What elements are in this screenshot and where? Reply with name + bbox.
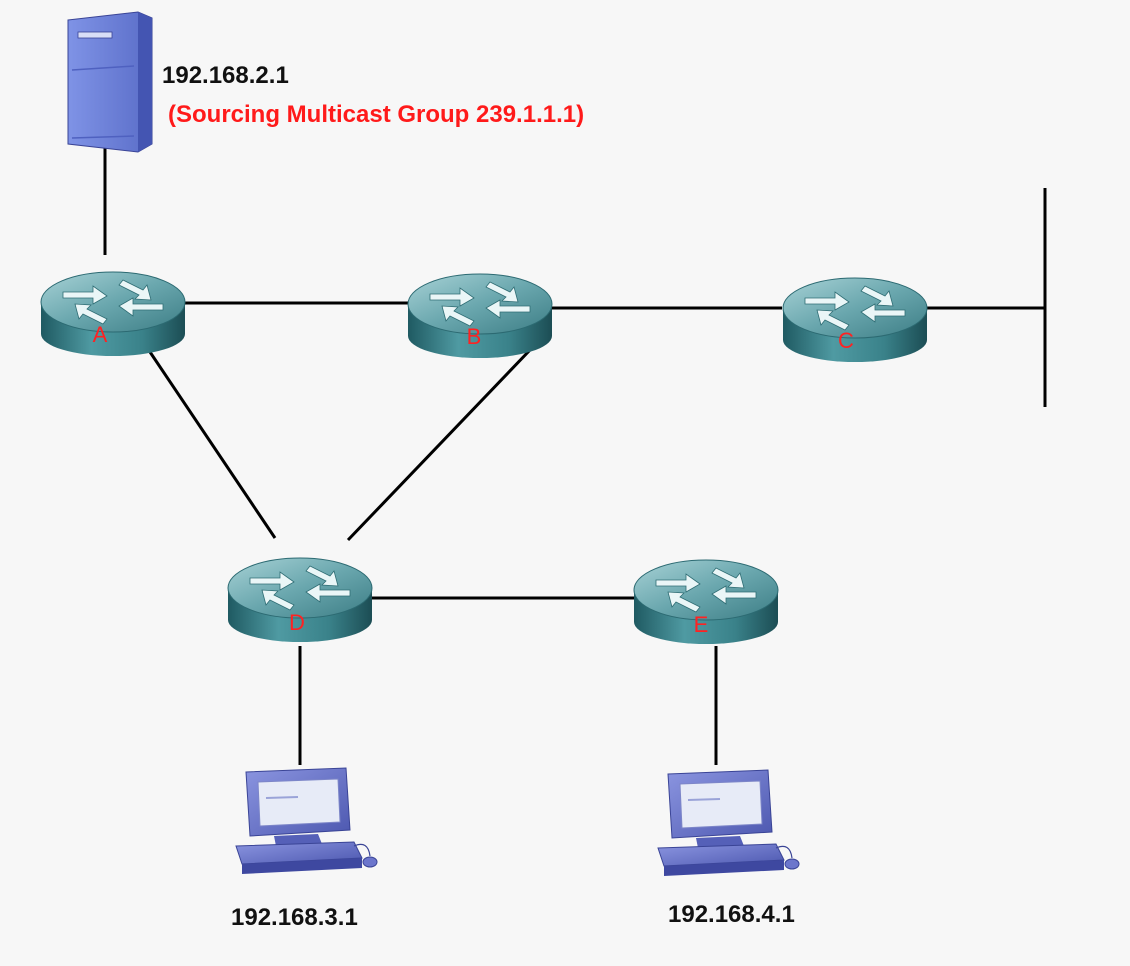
router-icon bbox=[40, 271, 186, 357]
router-icon bbox=[782, 277, 928, 363]
router-e-label: E bbox=[694, 612, 709, 637]
host-e-ip-label: 192.168.4.1 bbox=[668, 901, 795, 928]
multicast-group-note: (Sourcing Multicast Group 239.1.1.1) bbox=[168, 101, 585, 128]
router-b-label: B bbox=[467, 324, 482, 349]
router-c-label: C bbox=[838, 328, 854, 353]
router-d-label: D bbox=[289, 610, 305, 635]
link-a-d bbox=[148, 351, 277, 539]
server-icon bbox=[67, 11, 153, 153]
pc-icon bbox=[657, 769, 800, 877]
host-d-ip-label: 192.168.3.1 bbox=[231, 904, 358, 931]
link-b-d bbox=[346, 348, 532, 542]
router-c[interactable] bbox=[782, 277, 928, 363]
pc-icon bbox=[235, 767, 378, 875]
source-ip-label: 192.168.2.1 bbox=[162, 62, 289, 89]
router-a-label: A bbox=[93, 322, 108, 347]
host-e-pc[interactable] bbox=[657, 769, 800, 877]
router-a[interactable] bbox=[40, 271, 186, 357]
host-d-pc[interactable] bbox=[235, 767, 378, 875]
